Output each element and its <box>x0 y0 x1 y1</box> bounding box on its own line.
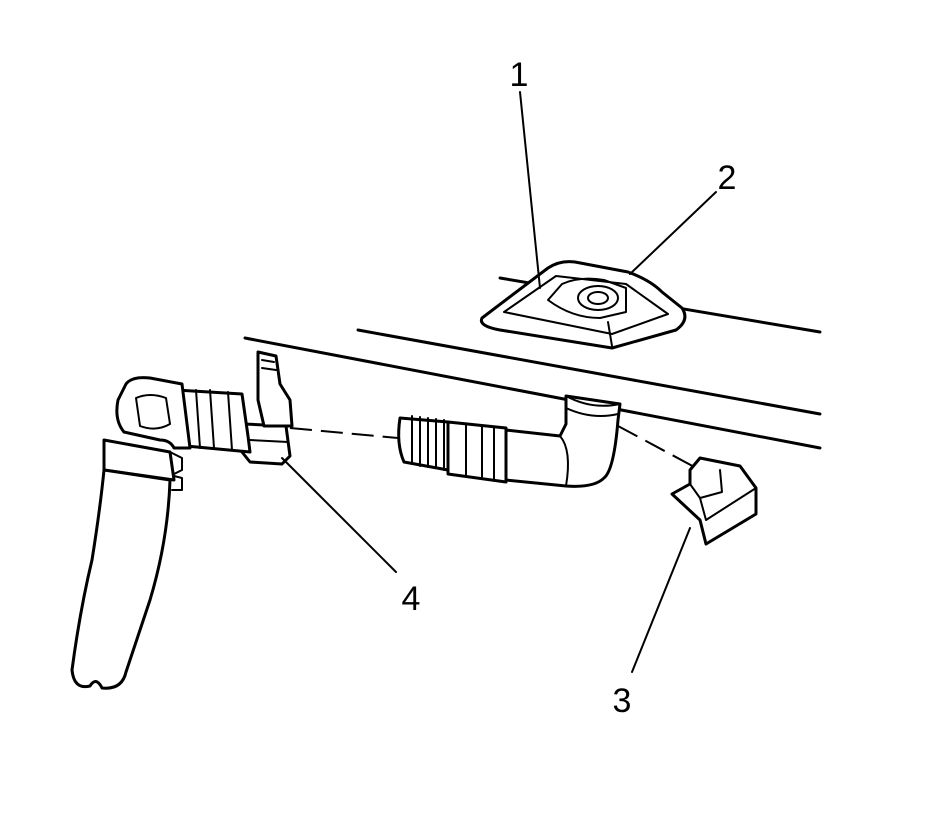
leader-lines <box>281 91 717 673</box>
retaining-clip <box>670 456 758 546</box>
leader-4 <box>281 457 397 573</box>
callout-label-1: 1 <box>510 56 529 94</box>
washer-nozzle <box>479 260 687 350</box>
callout-label-2: 2 <box>718 159 737 197</box>
leader-2 <box>629 191 717 275</box>
washer-hose <box>70 376 252 690</box>
callout-label-3: 3 <box>613 682 632 720</box>
leader-1 <box>519 91 541 289</box>
callout-label-4: 4 <box>402 580 421 618</box>
leader-3 <box>631 527 691 673</box>
nozzle-hose-fitting <box>397 394 622 488</box>
assembly-lines <box>289 425 701 471</box>
